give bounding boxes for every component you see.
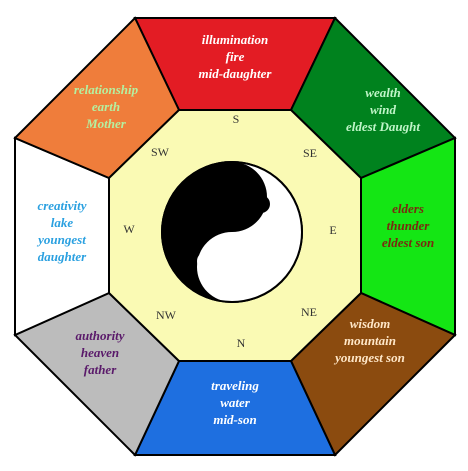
segment-label-west: creativity lake youngest daughter [36, 198, 87, 264]
direction-n: N [237, 336, 246, 350]
direction-nw: NW [156, 308, 177, 322]
segment-line: earth [92, 99, 120, 114]
direction-labels: S SE E NE N NW W SW [123, 112, 336, 350]
segment-line: relationship [74, 82, 139, 97]
segment-line: fire [226, 49, 245, 64]
segment-line: wealth [365, 85, 400, 100]
segment-line: daughter [38, 249, 87, 264]
segment-label-northeast: wisdom mountain youngest son [333, 316, 405, 365]
direction-s: S [233, 112, 240, 126]
segment-line: traveling [211, 378, 259, 393]
direction-ne: NE [301, 305, 317, 319]
segment-line: elders [392, 201, 424, 216]
direction-e: E [329, 223, 336, 237]
segment-line: creativity [37, 198, 86, 213]
segment-line: father [84, 362, 117, 377]
segment-line: wind [370, 102, 397, 117]
segment-line: thunder [387, 218, 431, 233]
segment-line: youngest [36, 232, 86, 247]
segment-label-south: illumination fire mid-daughter [199, 32, 273, 81]
segment-label-northwest: authority heaven father [75, 328, 124, 377]
direction-se: SE [303, 146, 317, 160]
segments [13, 16, 457, 457]
segment-line: mountain [344, 333, 396, 348]
segment-line: eldest son [382, 235, 434, 250]
segment-labels: illumination fire mid-daughter wealth wind e… [36, 32, 434, 427]
direction-sw: SW [151, 145, 170, 159]
segment-line: youngest son [333, 350, 405, 365]
segment-line: mid-daughter [199, 66, 273, 81]
segment-label-east: elders thunder eldest son [382, 201, 434, 250]
segment-label-north: traveling water mid-son [211, 378, 259, 427]
segment-line: wisdom [350, 316, 390, 331]
segment-line: mid-son [213, 412, 256, 427]
segment-line: water [220, 395, 251, 410]
segment-line: heaven [81, 345, 119, 360]
segment-line: lake [51, 215, 74, 230]
segment-label-southeast: wealth wind eldest Daught [346, 85, 420, 134]
segment-line: authority [75, 328, 124, 343]
segment-line: eldest Daught [346, 119, 420, 134]
segment-line: Mother [85, 116, 127, 131]
yin-yang-icon [161, 161, 303, 303]
segment-line: illumination [202, 32, 268, 47]
direction-w: W [123, 222, 135, 236]
